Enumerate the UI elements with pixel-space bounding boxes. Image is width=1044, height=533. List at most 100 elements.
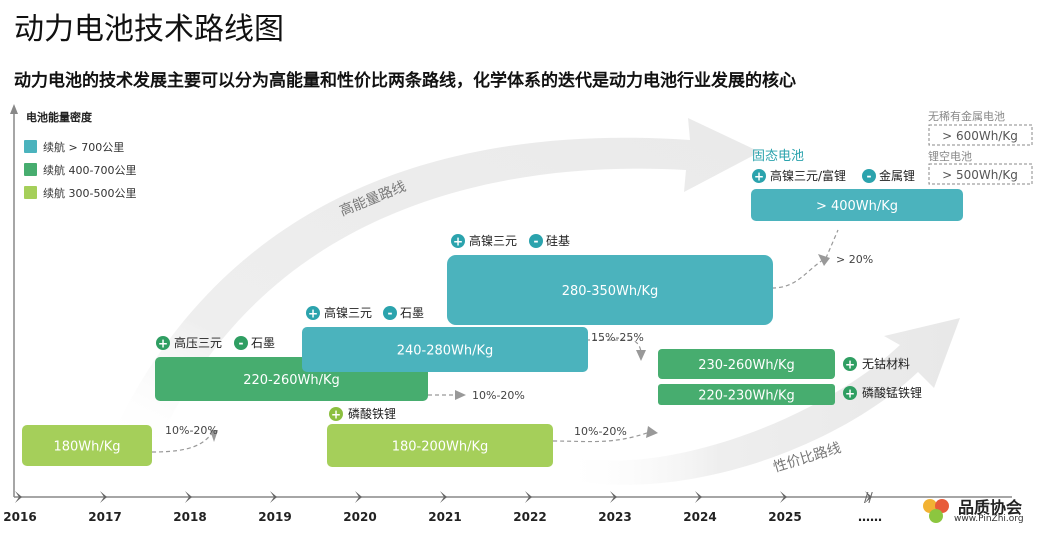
x-axis-marker: [610, 491, 617, 503]
future-battery-name-2: 锂空电池: [928, 149, 972, 163]
growth-label-3: 15%-25%: [591, 331, 644, 344]
x-tick-label: 2023: [598, 510, 631, 524]
bar-3: 240-280Wh/Kg: [302, 327, 588, 372]
x-axis-marker: [185, 491, 192, 503]
chem-plus-label: 无钴材料: [862, 356, 910, 371]
future-battery-box-1: [928, 124, 1033, 146]
chem-note-2018: + 高压三元 - 石墨: [156, 335, 275, 351]
svg-text:-: -: [239, 336, 244, 350]
plus-icon: [843, 357, 857, 371]
x-axis-markers: [15, 491, 872, 503]
svg-text:+: +: [158, 337, 168, 351]
x-tick-label: ……: [858, 510, 882, 524]
x-axis-marker: [15, 491, 22, 503]
plus-icon: [156, 336, 170, 350]
x-tick-label: 2024: [683, 510, 716, 524]
x-tick-label: 2021: [428, 510, 461, 524]
plus-icon: [306, 306, 320, 320]
chem-minus-label: 硅基: [546, 234, 570, 248]
x-tick-label: 2020: [343, 510, 376, 524]
chem-plus-label: 磷酸锰铁锂: [862, 385, 922, 400]
arrowhead-2: [455, 390, 466, 400]
bar-label: 240-280Wh/Kg: [397, 344, 494, 359]
y-axis-arrow: [10, 104, 18, 114]
bar-rect: [302, 327, 588, 372]
x-tick-label: 2025: [768, 510, 801, 524]
legend-swatch-green: [24, 163, 37, 176]
x-axis-marker: [440, 491, 447, 503]
future-battery-value-1: > 600Wh/Kg: [942, 129, 1018, 143]
page-title: 动力电池技术路线图: [14, 12, 284, 47]
x-axis-marker: [100, 491, 107, 503]
bar-label: 230-260Wh/Kg: [698, 358, 795, 373]
legend-swatch-lightgreen: [24, 186, 37, 199]
bar-rect: [22, 425, 152, 466]
solid-state-heading: 固态电池: [752, 149, 804, 164]
x-tick-label: 2018: [173, 510, 206, 524]
bar-1: 180Wh/Kg: [22, 425, 152, 466]
bar-7: 220-230Wh/Kg: [658, 384, 835, 405]
watermark-url: www.PinZhi.org: [954, 514, 1024, 524]
chem-minus-label: 石墨: [400, 306, 424, 320]
connector-2022-2023b: [586, 339, 642, 353]
svg-text:+: +: [308, 307, 318, 321]
chem-plus-label: 高压三元: [174, 335, 222, 350]
x-tick-label: 2016: [3, 510, 36, 524]
x-axis-marker: [525, 491, 532, 503]
growth-label-4: 10%-20%: [574, 425, 627, 438]
connector-2022-2023: [552, 431, 651, 443]
arrowhead-1: [210, 430, 218, 442]
bar-label: 280-350Wh/Kg: [562, 284, 659, 299]
x-axis-marker: [355, 491, 362, 503]
growth-arrowheads: [210, 254, 830, 442]
svg-text:-: -: [867, 169, 872, 183]
plus-icon: [843, 386, 857, 400]
svg-text:-: -: [388, 306, 393, 320]
svg-text:-: -: [534, 234, 539, 248]
svg-text:+: +: [754, 170, 764, 184]
x-axis-marker: [780, 491, 787, 503]
x-tick-label: 2022: [513, 510, 546, 524]
growth-label-2: 10%-20%: [472, 389, 525, 402]
chem-note-2019: + 高镍三元 - 石墨: [306, 305, 424, 321]
arrowhead-4: [636, 350, 646, 361]
future-battery-value-2: > 500Wh/Kg: [942, 168, 1018, 182]
growth-label-1: 10%-20%: [165, 424, 218, 437]
page-subtitle: 动力电池的技术发展主要可以分为高能量和性价比两条路线，化学体系的迭代是动力电池行…: [14, 71, 796, 91]
svg-text:+: +: [453, 235, 463, 249]
bar-6: 230-260Wh/Kg: [658, 349, 835, 379]
growth-label-5: > 20%: [836, 253, 873, 266]
x-tick-label: 2019: [258, 510, 291, 524]
chem-note-2024b: + 磷酸锰铁锂: [843, 385, 922, 401]
svg-text:+: +: [331, 408, 341, 422]
chem-plus-label: 磷酸铁锂: [348, 406, 396, 421]
bar-rect: [751, 189, 963, 221]
arrowhead-3: [646, 426, 658, 438]
chem-note-2021: + 高镍三元 - 硅基: [451, 233, 570, 249]
x-axis-marker: [695, 491, 702, 503]
chem-minus-label: 金属锂: [879, 168, 915, 183]
axis-break-icon: //: [864, 491, 873, 506]
future-battery-name-1: 无稀有金属电池: [928, 109, 1005, 123]
watermark-logo-icon: [923, 499, 949, 523]
chem-plus-label: 高镍三元: [324, 305, 372, 320]
watermark: 品质协会 www.PinZhi.org: [918, 494, 1042, 530]
bar-label: 220-230Wh/Kg: [698, 389, 795, 404]
x-axis-marker: [270, 491, 277, 503]
minus-icon: [234, 336, 248, 350]
connector-2017-2018: [151, 429, 215, 453]
future-battery-box-2: [928, 163, 1033, 185]
bar-4: 180-200Wh/Kg: [327, 424, 553, 467]
minus-icon: [529, 234, 543, 248]
x-axis-marker: [865, 491, 872, 503]
bar-rect: [327, 424, 553, 467]
legend-label-2: 续航 400-700公里: [43, 163, 136, 177]
bar-8: > 400Wh/Kg: [751, 189, 963, 221]
plus-icon: [451, 234, 465, 248]
high-energy-route-arrow: [110, 118, 760, 440]
cost-route-arrow: [560, 318, 960, 485]
y-axis-label: 电池能量密度: [26, 110, 93, 124]
plus-icon: [752, 169, 766, 183]
